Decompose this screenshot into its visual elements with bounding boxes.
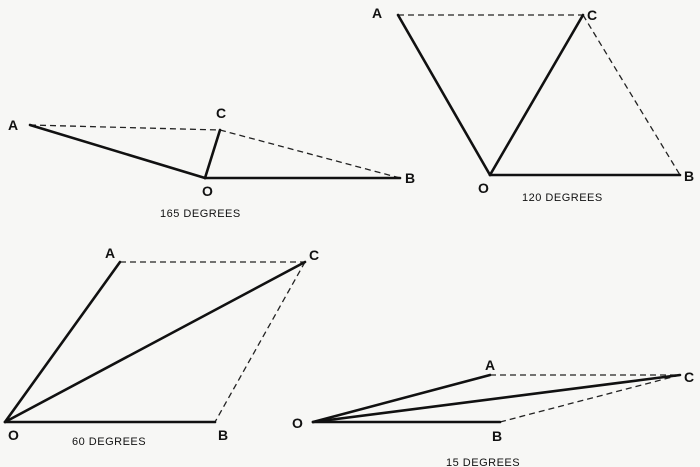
diagram-120-degrees: A C O B 120 DEGREES [372,5,694,204]
label-b: B [684,168,694,184]
diagram-15-degrees: A C O B 15 DEGREES [292,357,694,467]
dashed-line-cb [219,129,401,179]
vector-oa [3,260,122,424]
label-b: B [405,170,415,186]
label-o: O [478,180,489,196]
label-o: O [202,183,213,199]
label-a: A [485,357,495,373]
diagram-165-degrees: A C O B 165 DEGREES [8,105,415,220]
dashed-line-cb [499,374,681,423]
label-c: C [309,247,319,263]
dashed-line-ac [29,124,221,131]
label-a: A [372,5,382,21]
caption: 120 DEGREES [522,192,603,204]
label-c: C [216,105,226,121]
resultant-oc [203,128,222,180]
dashed-line-cb [214,261,306,423]
diagram-60-degrees: A C O B 60 DEGREES [3,245,319,448]
label-a: A [105,245,115,261]
vector-oa [28,123,207,180]
resultant-oc [311,373,682,424]
label-c: C [684,369,694,385]
resultant-oc [488,13,585,177]
label-c: C [587,7,597,23]
label-a: A [8,117,18,133]
caption: 15 DEGREES [446,457,520,467]
caption: 60 DEGREES [72,436,146,448]
dashed-line-cb [582,14,681,176]
label-o: O [8,427,19,443]
label-b: B [218,427,228,443]
label-o: O [292,415,303,431]
vector-oa [396,13,492,177]
label-b: B [492,428,502,444]
resultant-oc [3,260,307,424]
caption: 165 DEGREES [160,208,241,220]
vector-oa [311,373,492,424]
